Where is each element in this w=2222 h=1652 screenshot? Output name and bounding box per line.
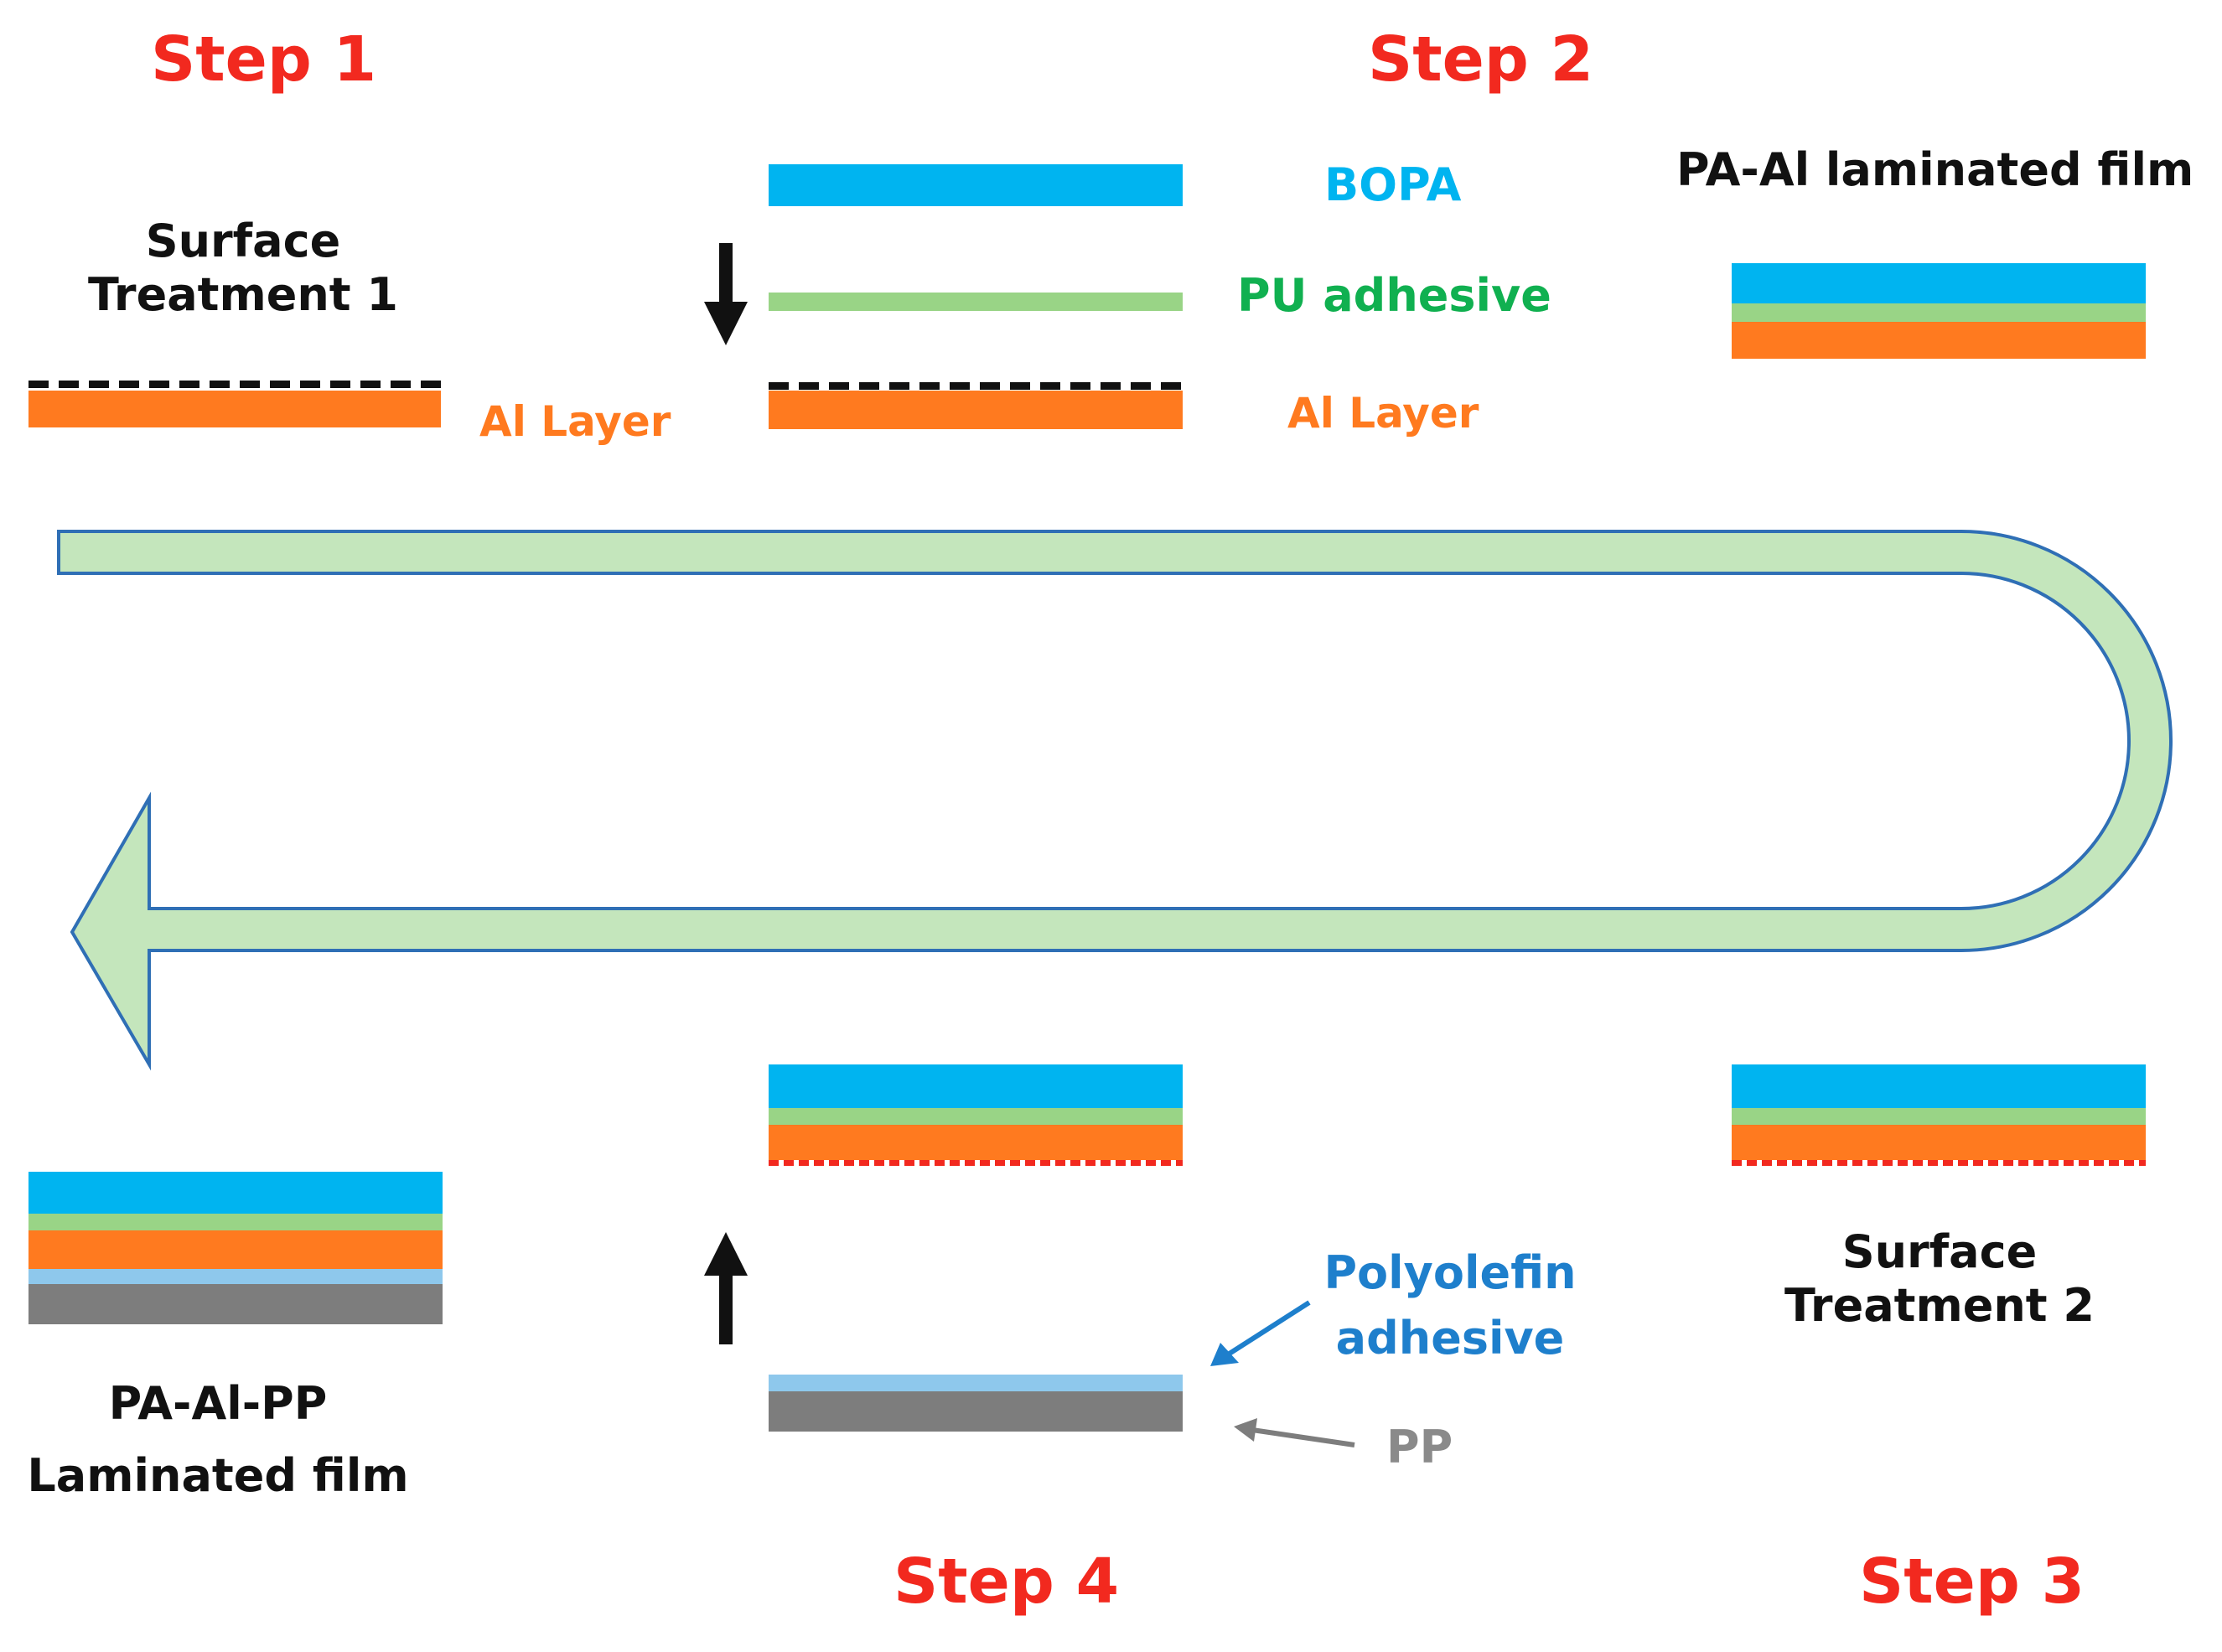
step3-al-layer — [1732, 1125, 2146, 1160]
pa-al-film-pu-layer — [1732, 303, 2146, 322]
surface-treatment-1-line2: Treatment 1 — [88, 267, 398, 321]
step4-bopa-layer — [769, 1064, 1183, 1108]
pp-label: PP — [1386, 1421, 1453, 1473]
step-2-title: Step 2 — [1368, 23, 1594, 96]
surface-treatment-2-dashes — [1732, 1160, 2146, 1166]
final-film-pp-layer — [28, 1284, 443, 1324]
final-film-polyolefin-layer — [28, 1269, 443, 1284]
step2-al-layer — [769, 391, 1183, 429]
pa-al-film-bopa-layer — [1732, 263, 2146, 303]
bopa-label: BOPA — [1324, 158, 1462, 211]
pa-al-pp-line2: Laminated film — [27, 1449, 409, 1503]
arrow-up-icon — [704, 1232, 748, 1344]
step2-bopa-layer — [769, 164, 1183, 206]
polyolefin-pointer-arrow-icon — [1210, 1300, 1311, 1366]
surface-treatment-2-label: Surface Treatment 2 — [1730, 1225, 2149, 1332]
step2-pu-adhesive-layer — [769, 293, 1183, 311]
polyolefin-adhesive-line1: Polyolefin — [1323, 1246, 1577, 1299]
step1-al-label: Al Layer — [479, 397, 671, 446]
final-film-al-layer — [28, 1230, 443, 1269]
step3-bopa-layer — [1732, 1064, 2146, 1108]
pa-al-pp-line1: PA-Al-PP — [108, 1377, 328, 1430]
step3-pu-layer — [1732, 1108, 2146, 1125]
step4-treatment-dashes — [769, 1160, 1183, 1166]
surface-treatment-2-line2: Treatment 2 — [1784, 1278, 2095, 1332]
polyolefin-adhesive-label: Polyolefin adhesive — [1308, 1240, 1593, 1372]
step4-polyolefin-adhesive-layer — [769, 1375, 1183, 1391]
step4-pp-layer — [769, 1391, 1183, 1432]
surface-treatment-1-label: Surface Treatment 1 — [34, 215, 453, 321]
step-1-title: Step 1 — [151, 23, 377, 96]
pa-al-pp-laminated-film-label: PA-Al-PP Laminated film — [8, 1368, 427, 1513]
arrow-down-icon — [704, 243, 748, 345]
pa-al-film-al-layer — [1732, 322, 2146, 359]
pu-adhesive-label: PU adhesive — [1237, 269, 1551, 322]
step-4-title: Step 4 — [893, 1546, 1120, 1618]
final-film-bopa-layer — [28, 1172, 443, 1214]
pp-pointer-arrow-icon — [1234, 1418, 1355, 1447]
surface-treatment-1-line1: Surface — [145, 215, 341, 267]
step2-treatment-dashes — [769, 382, 1183, 390]
pa-al-laminated-film-label: PA-Al laminated film — [1676, 143, 2194, 196]
step2-al-label: Al Layer — [1287, 389, 1479, 438]
step1-al-layer — [28, 391, 441, 427]
step-3-title: Step 3 — [1859, 1546, 2085, 1618]
polyolefin-adhesive-line2: adhesive — [1335, 1312, 1565, 1365]
final-film-pu-layer — [28, 1214, 443, 1230]
step4-pu-layer — [769, 1108, 1183, 1125]
surface-treatment-2-line1: Surface — [1841, 1225, 2038, 1278]
surface-treatment-1-dashes — [28, 381, 441, 388]
step4-al-layer — [769, 1125, 1183, 1160]
